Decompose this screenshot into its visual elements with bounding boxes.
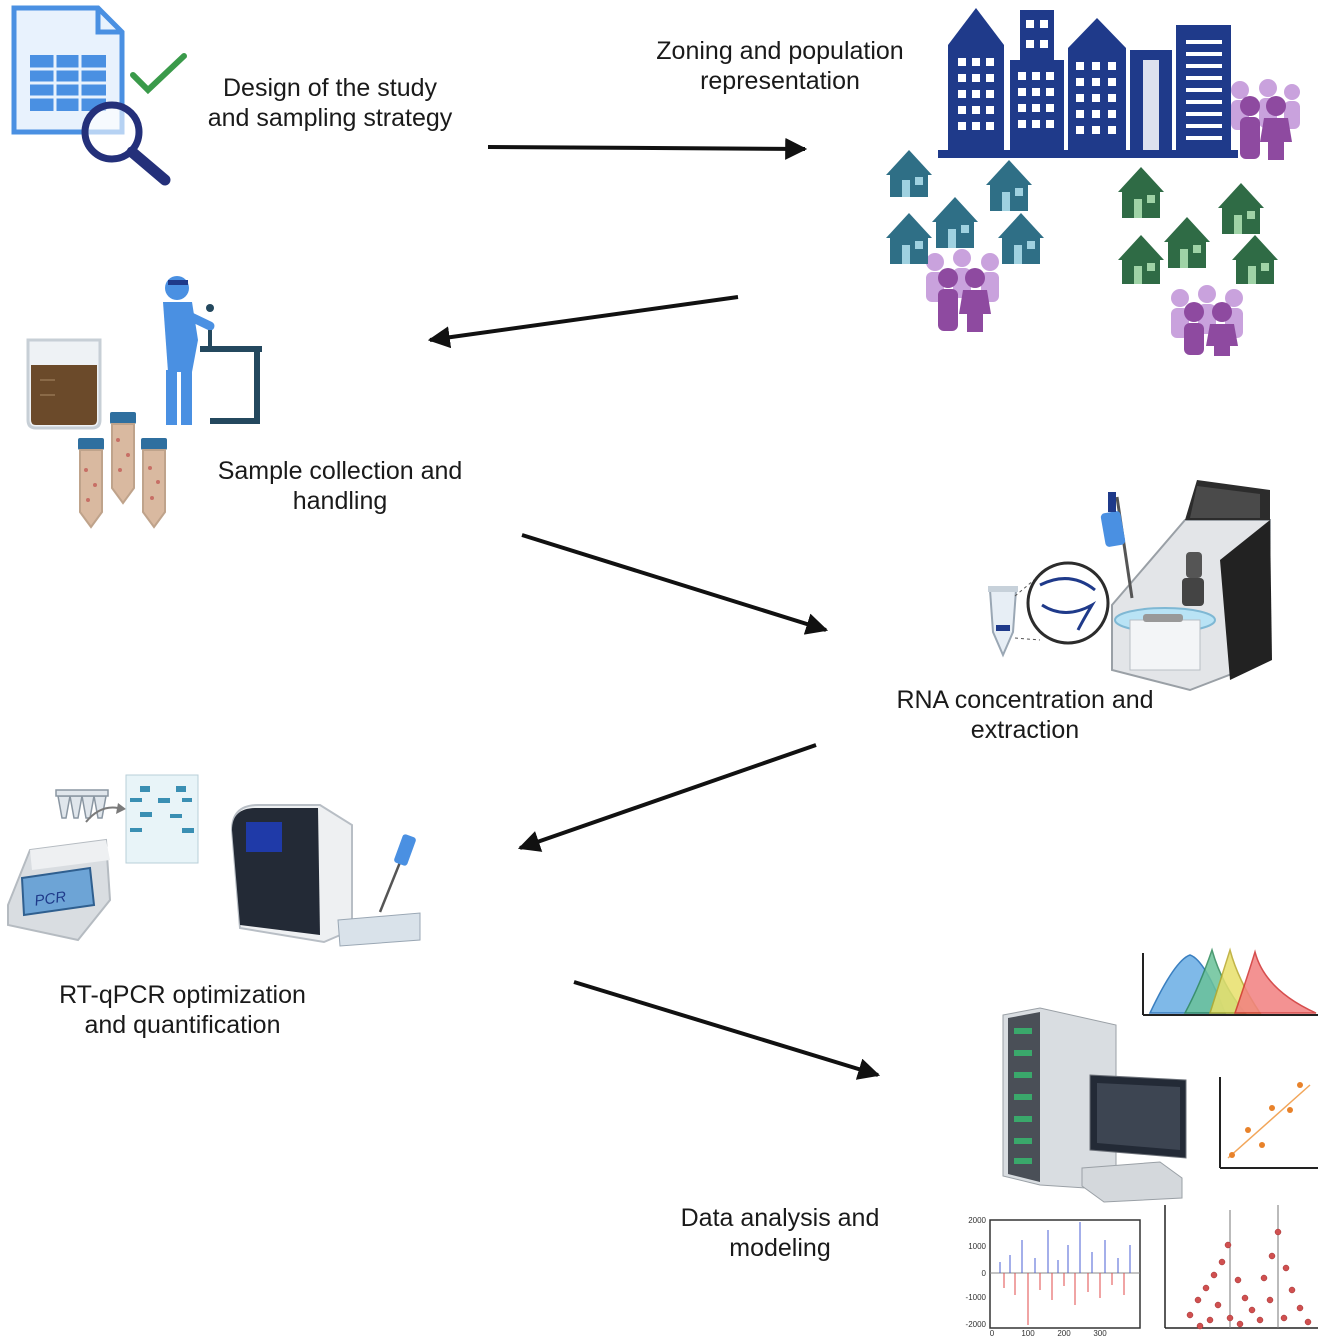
signal-plot-icon bbox=[989, 1219, 1141, 1329]
houses-teal-icon bbox=[886, 150, 1044, 264]
distribution-plot-icon bbox=[1142, 947, 1318, 1016]
city-windows bbox=[958, 20, 1222, 150]
pcr-machine-icon: PCR bbox=[7, 838, 112, 942]
x-tick: 100 bbox=[1021, 1329, 1035, 1338]
qpcr-instrument-icon bbox=[230, 804, 421, 947]
sample-tubes-icon bbox=[78, 412, 167, 529]
step-design-line2: and sampling strategy bbox=[207, 104, 453, 132]
step-data-label: Data analysis and modeling bbox=[660, 1203, 900, 1263]
step-data-line2: modeling bbox=[729, 1234, 831, 1262]
step-sample-line2: handling bbox=[292, 487, 388, 515]
houses-green-icon bbox=[1118, 167, 1278, 284]
y-tick: 1000 bbox=[968, 1242, 986, 1251]
volcano-plot-icon bbox=[1164, 1205, 1318, 1330]
pcr-strip-tubes-icon bbox=[55, 789, 126, 823]
lab-worker-icon bbox=[163, 276, 262, 425]
step-rna-line2: extraction bbox=[970, 716, 1080, 744]
step-rtqpcr-label: RT-qPCR optimization and quantification bbox=[40, 980, 325, 1040]
arrow-rtqpcr-to-data bbox=[573, 980, 881, 1080]
step-data-line1: Data analysis and bbox=[680, 1204, 880, 1232]
step-rtqpcr-line1: RT-qPCR optimization bbox=[59, 981, 306, 1009]
pcr-label: PCR bbox=[33, 888, 67, 909]
y-tick: 2000 bbox=[968, 1216, 986, 1225]
signal-plot-y-ticks: 2000 1000 0 -1000 -2000 bbox=[966, 1216, 987, 1329]
arrow-design-to-zoning bbox=[487, 137, 808, 160]
step-zoning-line1: Zoning and population bbox=[656, 37, 904, 65]
step-zoning-line2: representation bbox=[700, 67, 860, 95]
people-group-icon bbox=[926, 249, 999, 332]
y-tick: -1000 bbox=[966, 1293, 987, 1302]
step-zoning-label: Zoning and population representation bbox=[640, 36, 920, 96]
scatter-plot-icon bbox=[1219, 1077, 1318, 1169]
beaker-icon bbox=[26, 338, 102, 430]
step-rna-label: RNA concentration and extraction bbox=[875, 685, 1175, 745]
step-design-label: Design of the study and sampling strateg… bbox=[190, 73, 470, 133]
x-tick: 200 bbox=[1057, 1329, 1071, 1338]
monitor-icon bbox=[1081, 1074, 1187, 1203]
rna-extraction-icon bbox=[988, 480, 1272, 692]
document-search-icon bbox=[11, 5, 187, 186]
arrow-zoning-to-sample bbox=[427, 295, 739, 349]
step-sample-line1: Sample collection and bbox=[217, 457, 463, 485]
step-design-line1: Design of the study bbox=[222, 74, 437, 102]
x-tick: 300 bbox=[1093, 1329, 1107, 1338]
people-group-icon bbox=[1171, 285, 1243, 356]
gel-image-icon bbox=[125, 774, 199, 864]
step-sample-label: Sample collection and handling bbox=[195, 456, 485, 516]
y-tick: -2000 bbox=[966, 1320, 987, 1329]
flow-arrows bbox=[427, 137, 881, 1080]
x-tick: 0 bbox=[990, 1329, 995, 1338]
y-tick: 0 bbox=[982, 1269, 987, 1278]
arrow-rna-to-rtqpcr bbox=[517, 743, 817, 852]
step-rna-line1: RNA concentration and bbox=[896, 686, 1154, 714]
city-skyline-icon bbox=[938, 8, 1238, 158]
people-group-icon bbox=[1231, 79, 1300, 160]
arrow-sample-to-rna bbox=[521, 533, 829, 635]
step-rtqpcr-line2: and quantification bbox=[84, 1011, 281, 1039]
signal-plot-x-ticks: 0 100 200 300 bbox=[990, 1329, 1107, 1338]
